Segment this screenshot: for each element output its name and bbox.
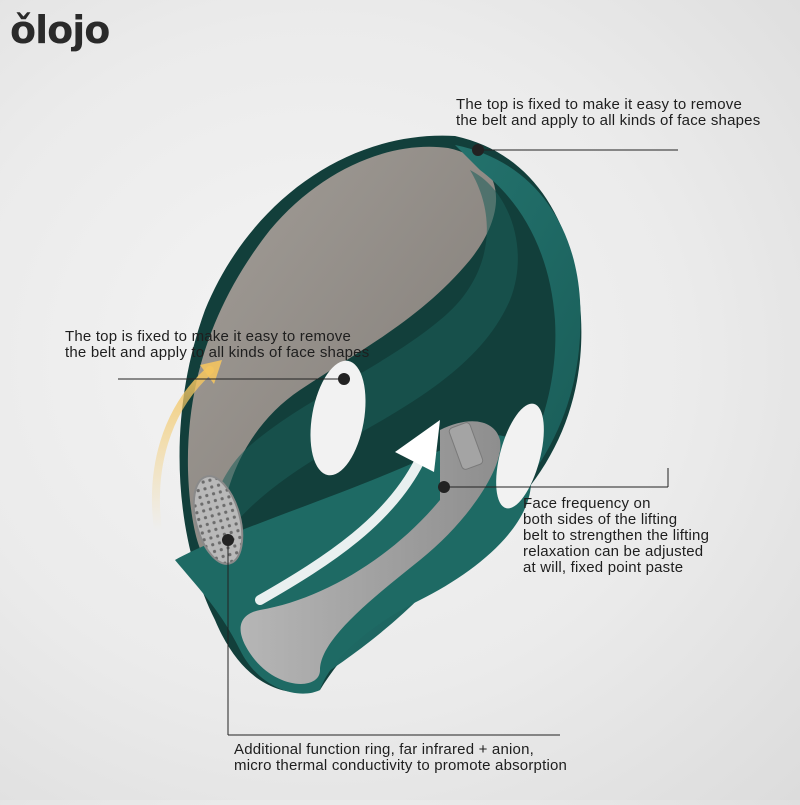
callout-line: Additional function ring, far infrared +…: [234, 741, 534, 758]
lift-arrow-graphic: [255, 420, 440, 605]
callout-line: Face frequency on: [523, 495, 651, 512]
belt-strap: [208, 145, 581, 690]
callout-line: the belt and apply to all kinds of face …: [65, 344, 370, 361]
callout-lines: [118, 144, 678, 736]
callout-line: The top is fixed to make it easy to remo…: [65, 328, 352, 345]
callout-top-fixed-left: The top is fixed to make it easy to remo…: [65, 329, 369, 361]
callout-line: both sides of the lifting: [523, 511, 678, 528]
brand-logo: ǒlojo: [10, 8, 110, 52]
callout-top-fixed-right: The top is fixed to make it easy to remo…: [456, 97, 760, 129]
callout-line: micro thermal conductivity to promote ab…: [234, 757, 568, 774]
callout-face-frequency: Face frequency on both sides of the lift…: [523, 496, 709, 576]
belt-lining: [187, 146, 497, 559]
callout-line: at will, fixed point paste: [523, 559, 684, 576]
callout-line: relaxation can be adjusted: [523, 543, 704, 560]
ear-openings: [310, 360, 544, 509]
callout-line: the belt and apply to all kinds of face …: [456, 112, 761, 129]
callout-function-ring: Additional function ring, far infrared +…: [234, 742, 567, 774]
glow-arrow-graphic: [152, 360, 222, 534]
callout-line: The top is fixed to make it easy to remo…: [456, 96, 743, 113]
chin-pad: [240, 421, 501, 684]
callout-line: belt to strengthen the lifting: [523, 527, 710, 544]
